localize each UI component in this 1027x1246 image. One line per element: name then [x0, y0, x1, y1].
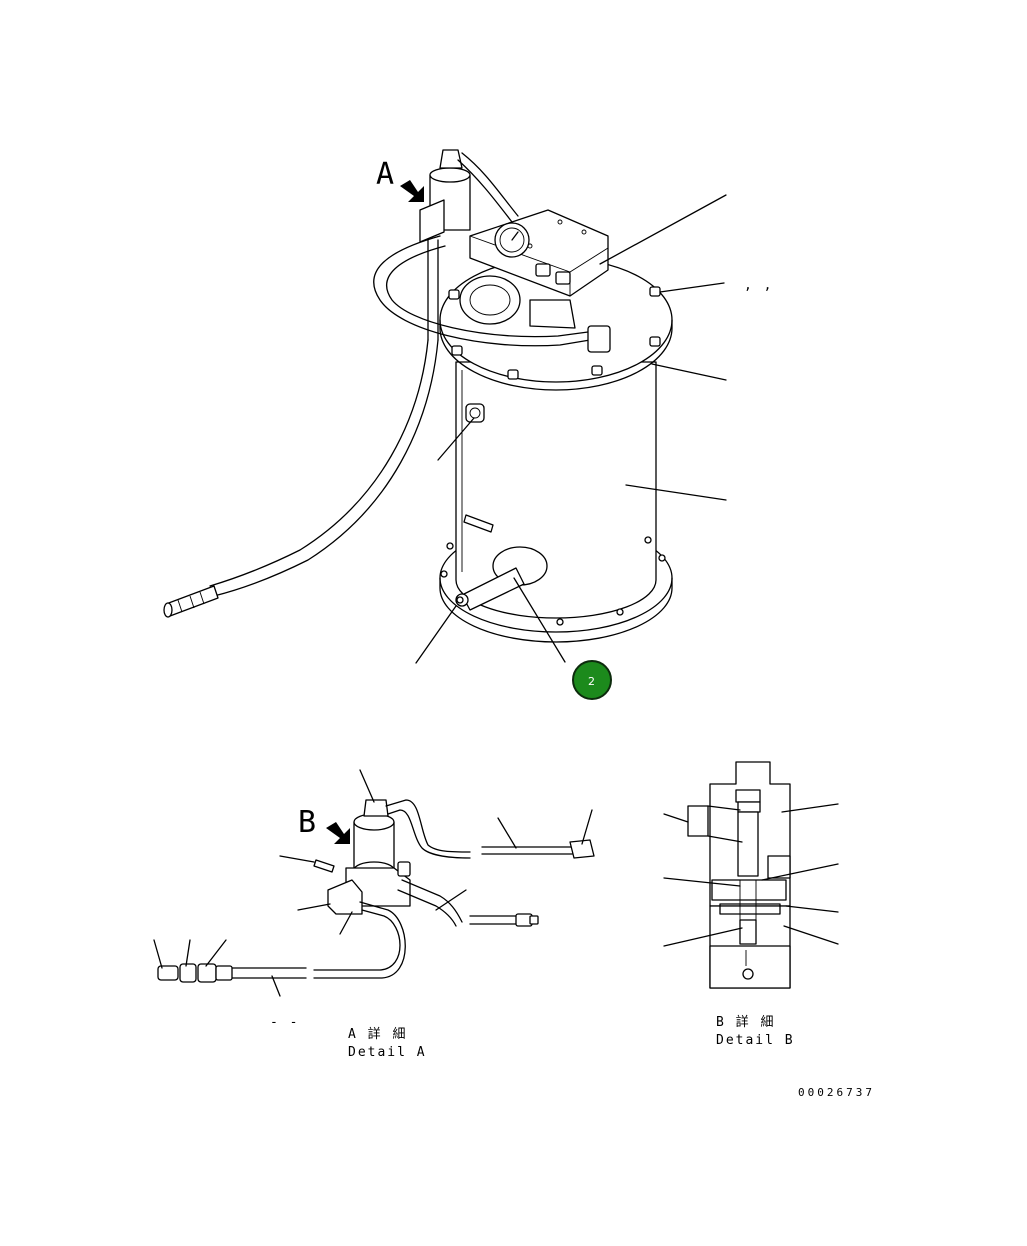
pump-motor: [459, 275, 521, 325]
detail-b-caption-jp: B 詳 細: [716, 1014, 775, 1030]
detail-a-fitting-3: [197, 963, 217, 983]
drawing-number: 00026737: [798, 1086, 875, 1099]
detail-b-caption-en: Detail B: [716, 1033, 795, 1048]
side-plug: [465, 403, 485, 423]
detail-b-view: [663, 761, 839, 989]
tank-body: [455, 361, 657, 619]
view-label-a: A: [376, 157, 394, 192]
leader-lines-main: [415, 194, 727, 664]
detail-a-view: B - -: [153, 769, 595, 1030]
detail-a-caption-jp: A 詳 細: [348, 1026, 407, 1042]
detail-a-fitting-1: [157, 965, 179, 981]
view-arrow-a: A: [376, 157, 424, 202]
view-label-b: B: [298, 805, 316, 840]
callout-badge[interactable]: 2: [572, 660, 612, 700]
drain-pipe: [461, 567, 525, 611]
detail-a-fitting-2: [179, 963, 197, 983]
arrow-b-icon: [326, 822, 350, 844]
leader-punctuation: , ,: [744, 278, 773, 293]
dash-mark: - -: [270, 1015, 299, 1030]
supply-hose: [209, 339, 429, 587]
callout-badge-number: 2: [588, 675, 595, 688]
tank-assembly: [163, 149, 673, 643]
arrow-a-icon: [400, 180, 424, 202]
return-hose: [373, 235, 591, 347]
detail-a-caption-en: Detail A: [348, 1045, 427, 1060]
